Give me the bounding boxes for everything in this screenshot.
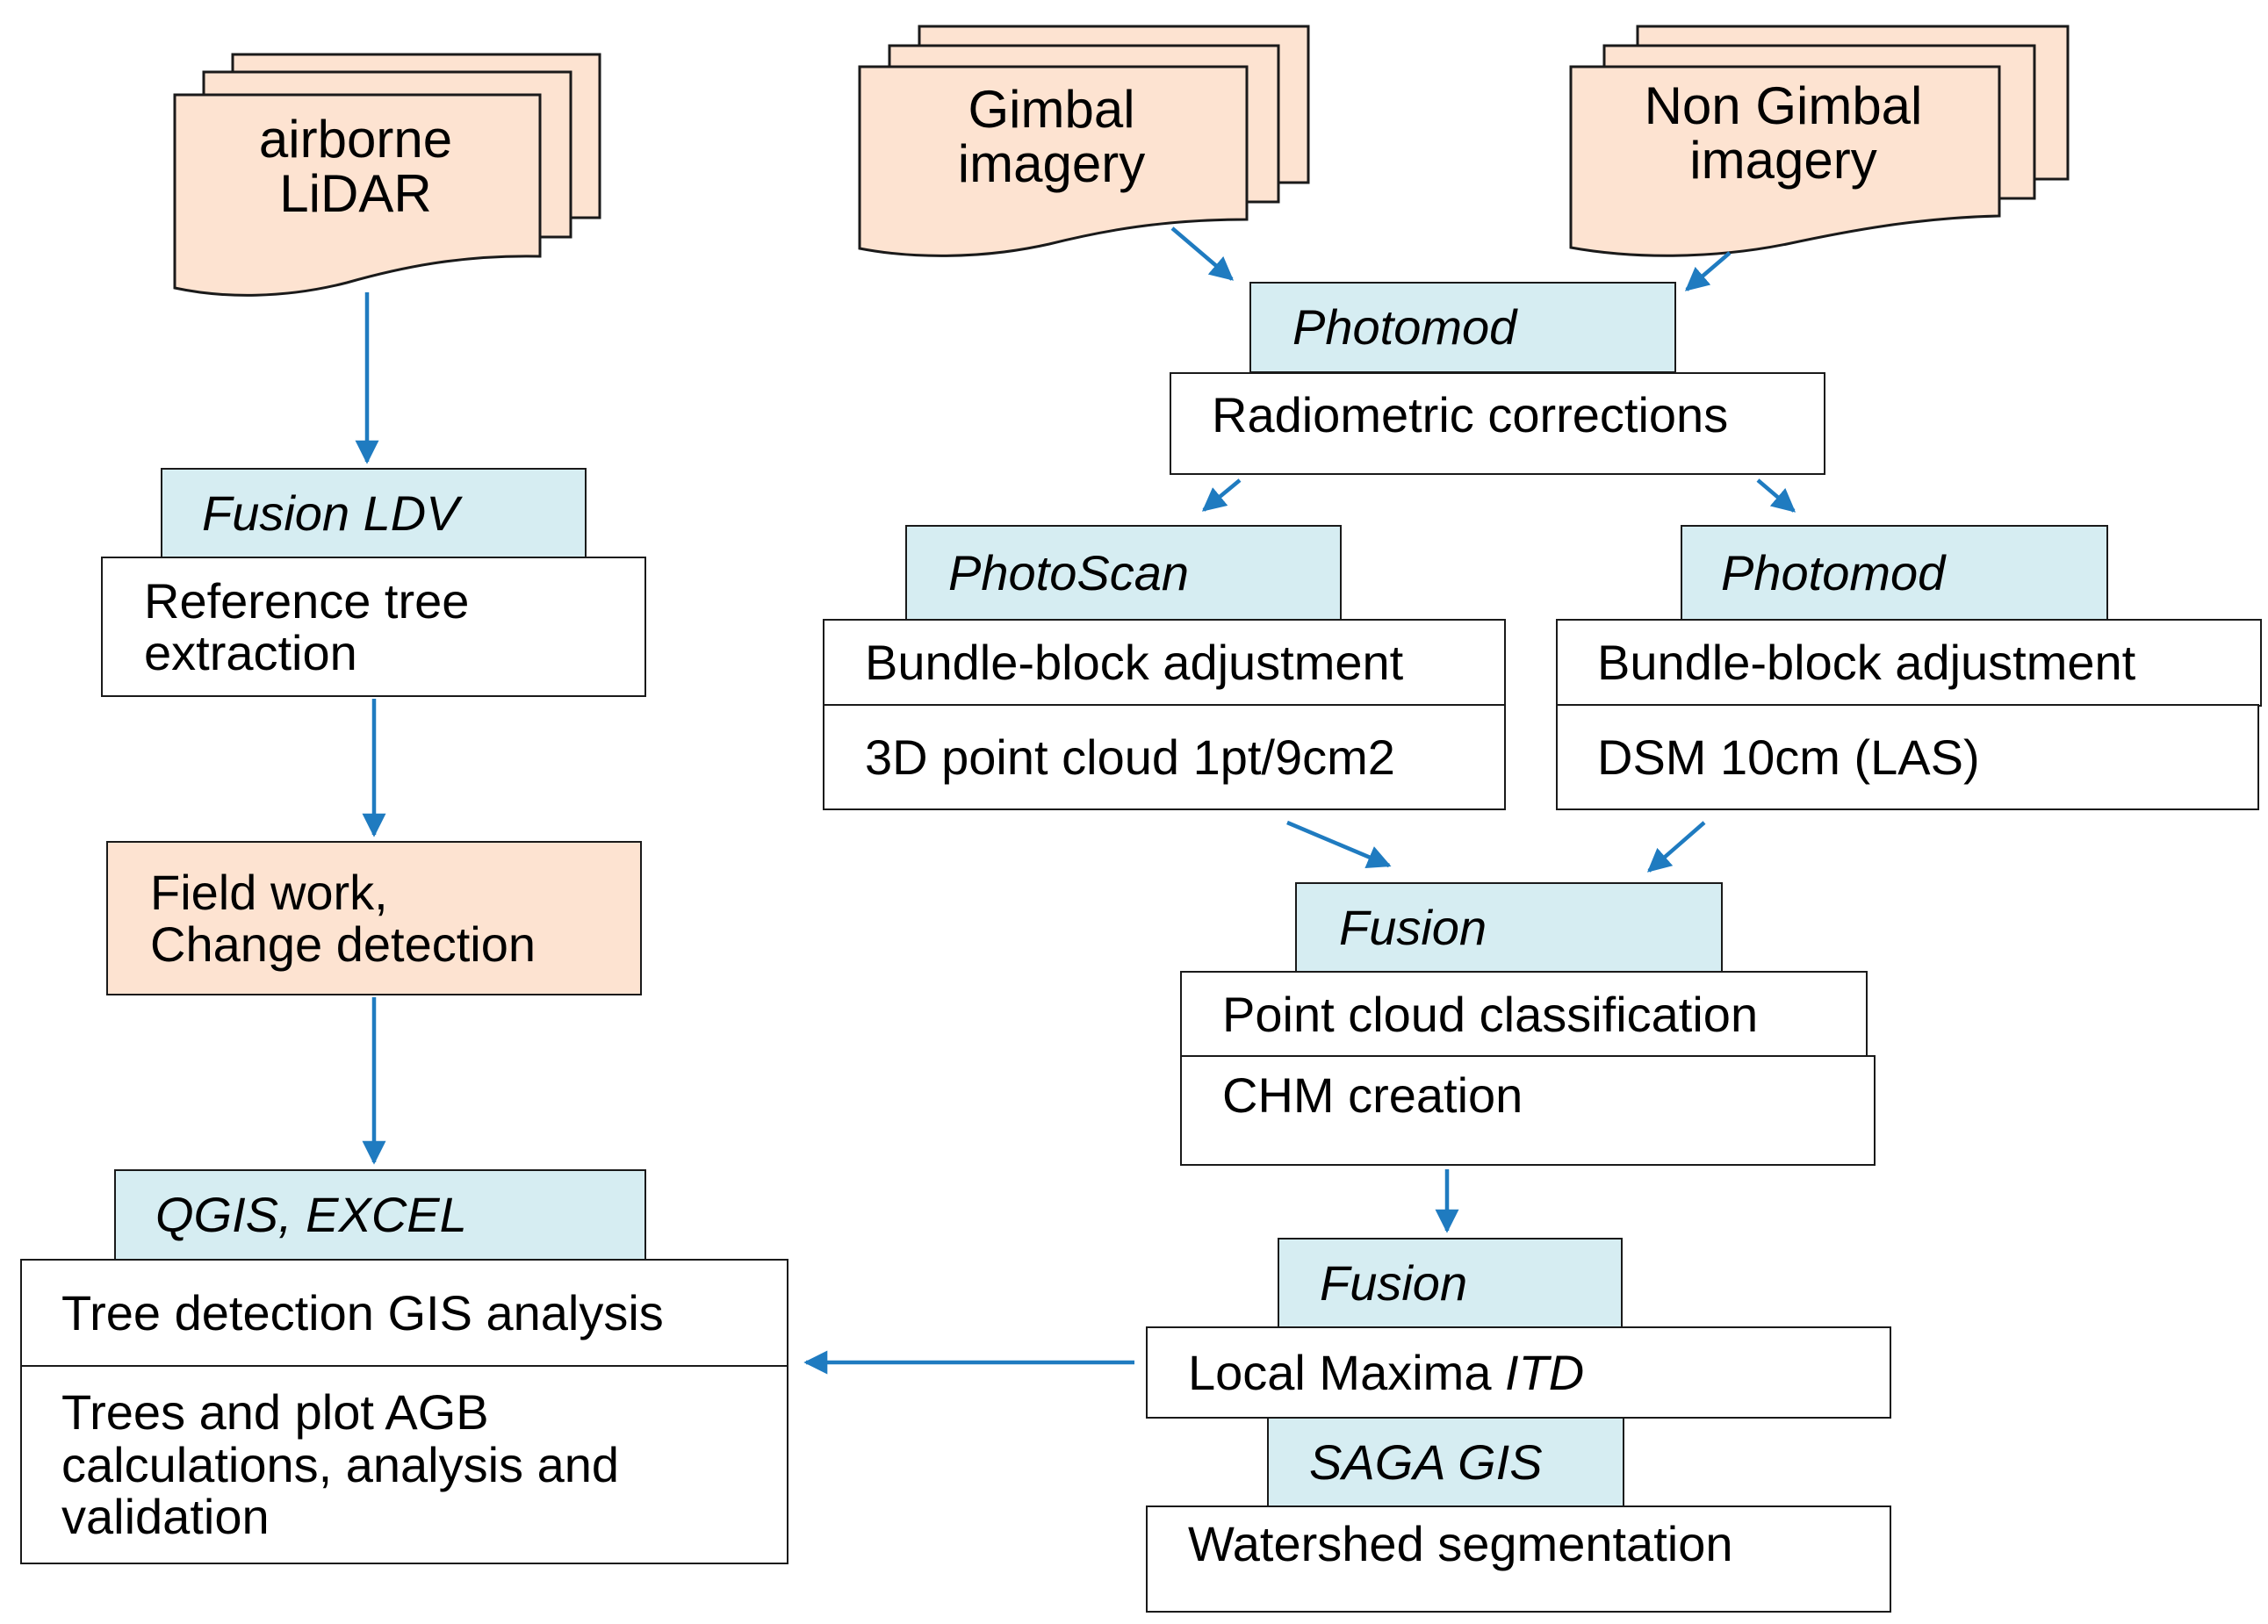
arrow-gimbal-to-photomod <box>1170 226 1235 281</box>
lidar-label: airborne LiDAR <box>258 110 453 224</box>
step-dsm: DSM 10cm (LAS) <box>1556 704 2259 810</box>
document-stack-icon <box>173 53 601 297</box>
local-maxima-label: Local Maxima <box>1188 1344 1506 1400</box>
step-3d-point-cloud: 3D point cloud 1pt/9cm2 <box>823 704 1506 810</box>
arrow-dsm-to-fusion <box>1646 821 1706 873</box>
tool-fusion-ldv: Fusion LDV <box>161 468 587 558</box>
non-gimbal-source-doc: Non Gimbal imagery <box>1567 25 2072 262</box>
tool-photomod: Photomod <box>1249 282 1676 373</box>
step-bba-right: Bundle-block adjustment <box>1556 619 2262 707</box>
gimbal-label: Gimbal imagery <box>957 80 1146 194</box>
step-local-maxima: Local Maxima ITD <box>1146 1326 1891 1419</box>
arrow-radiometric-to-photoscan <box>1201 478 1242 512</box>
step-watershed-segmentation: Watershed segmentation <box>1146 1505 1891 1613</box>
arrow-pointcloud-to-fusion <box>1286 820 1392 868</box>
step-radiometric-corrections: Radiometric corrections <box>1170 372 1825 475</box>
gimbal-source-doc: Gimbal imagery <box>856 25 1313 262</box>
step-agb-calculations: Trees and plot AGB calculations, analysi… <box>20 1365 788 1564</box>
arrow-radiometric-to-photomod <box>1756 478 1796 513</box>
step-point-cloud-classification: Point cloud classification <box>1180 971 1868 1058</box>
step-chm-creation: CHM creation <box>1180 1055 1876 1166</box>
arrow-nongimbal-to-photomod <box>1684 251 1732 291</box>
step-tree-detection-gis: Tree detection GIS analysis <box>20 1259 788 1368</box>
tool-saga-gis: SAGA GIS <box>1267 1417 1624 1507</box>
non-gimbal-label: Non Gimbal imagery <box>1644 76 1923 190</box>
step-reference-tree-extraction: Reference tree extraction <box>101 557 646 697</box>
step-bba-left: Bundle-block adjustment <box>823 619 1506 707</box>
itd-label: ITD <box>1505 1344 1585 1400</box>
tool-fusion-2: Fusion <box>1278 1238 1623 1329</box>
document-stack-icon <box>858 25 1310 257</box>
lidar-source-doc: airborne LiDAR <box>171 53 606 303</box>
step-field-work: Field work, Change detection <box>106 841 642 995</box>
tool-fusion-1: Fusion <box>1295 882 1723 974</box>
document-stack-icon <box>1569 25 2070 257</box>
